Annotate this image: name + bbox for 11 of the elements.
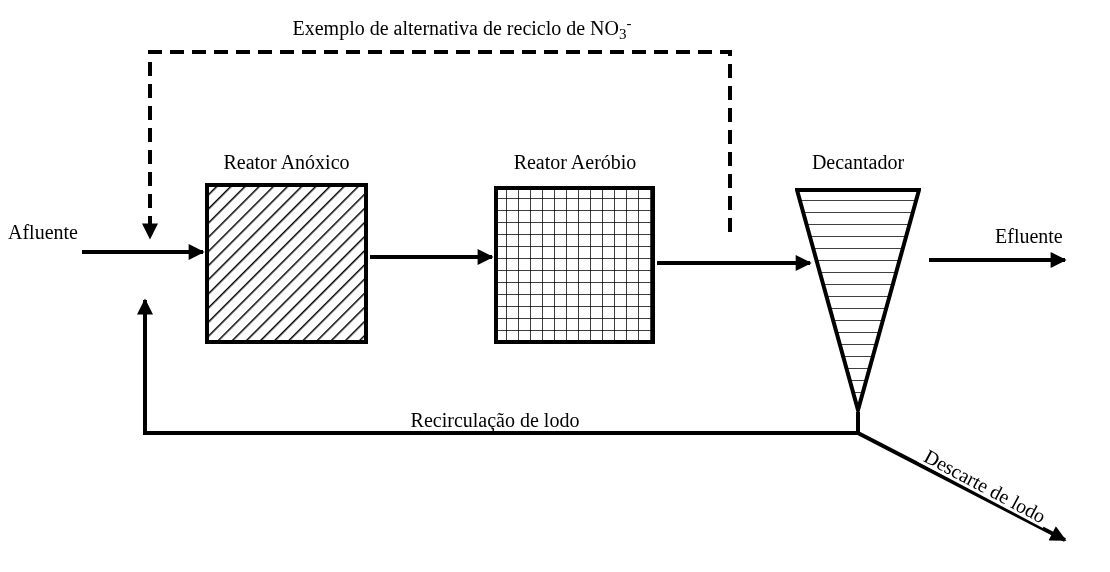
arrow bbox=[370, 249, 494, 265]
arrow bbox=[657, 255, 812, 271]
arrow bbox=[929, 252, 1067, 268]
arrow bbox=[142, 50, 732, 240]
arrow bbox=[137, 298, 860, 435]
flow-label: Afluente bbox=[8, 218, 114, 246]
node-title: Decantador bbox=[810, 152, 906, 172]
arrow bbox=[82, 244, 205, 260]
node-title: Reator Aeróbio bbox=[512, 152, 638, 172]
flow-label: Efluente bbox=[995, 222, 1105, 250]
node-title: Reator Anóxico bbox=[222, 152, 351, 172]
